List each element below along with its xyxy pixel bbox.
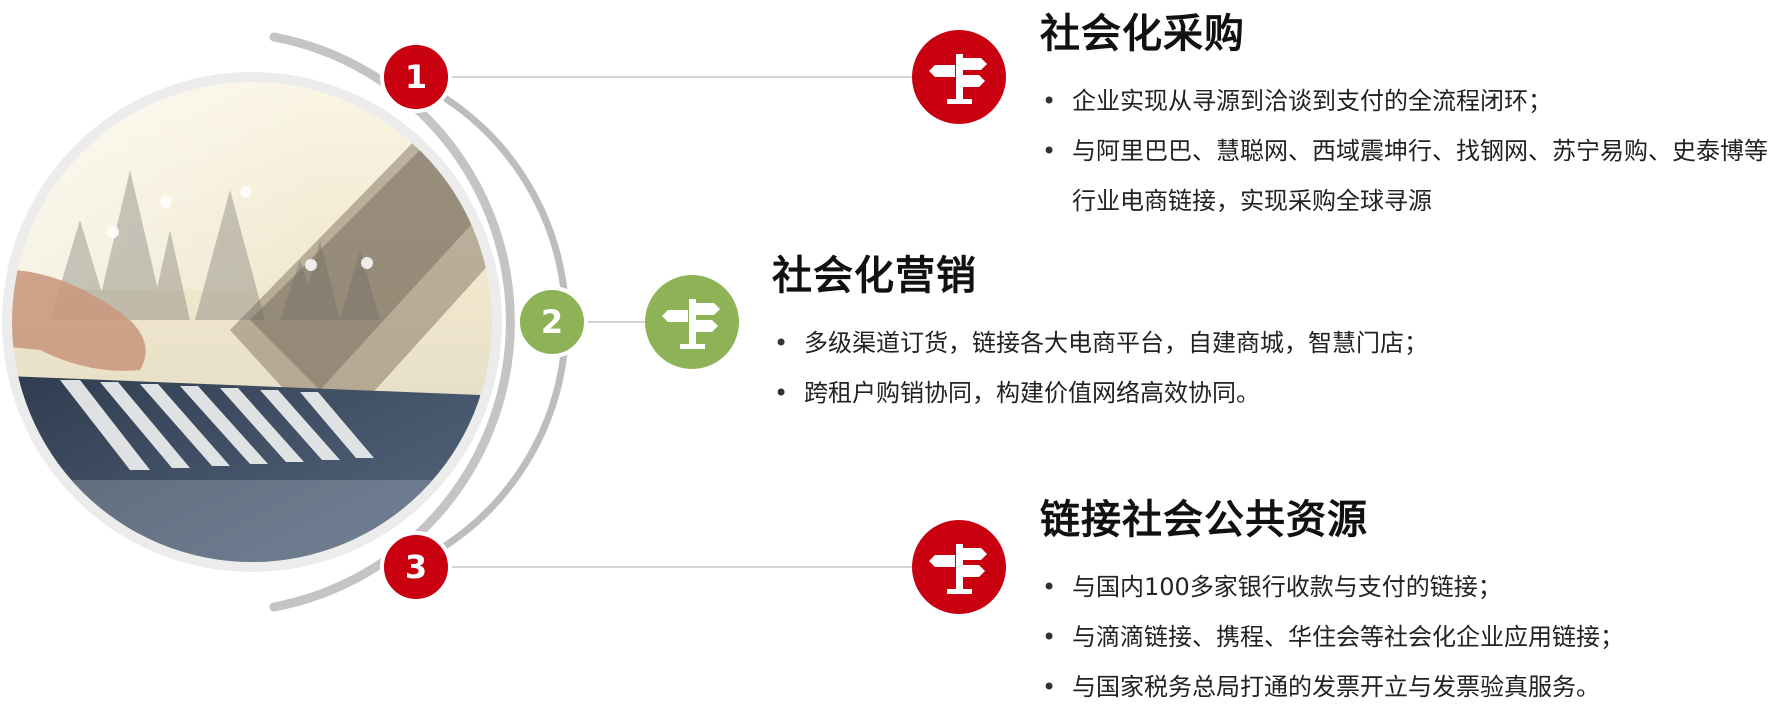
list-item: 企业实现从寻源到洽谈到支付的全流程闭环； — [1040, 76, 1770, 126]
section-title: 社会化营销 — [772, 253, 977, 299]
signpost-icon — [645, 275, 739, 369]
signpost-icon — [912, 520, 1006, 614]
step-number-3: 3 — [405, 548, 427, 586]
step-badge-3: 3 — [380, 531, 452, 603]
section-social-marketing: 社会化营销 多级渠道订货，链接各大电商平台，自建商城，智慧门店； 跨租户购销协同… — [772, 252, 1532, 418]
list-item: 与阿里巴巴、慧聪网、西域震坤行、找钢网、苏宁易购、史泰博等行业电商链接，实现采购… — [1040, 126, 1770, 226]
list-item: 与滴滴链接、携程、华住会等社会化企业应用链接； — [1040, 612, 1770, 662]
list-item: 跨租户购销协同，构建价值网络高效协同。 — [772, 368, 1532, 418]
list-item: 与国家税务总局打通的发票开立与发票验真服务。 — [1040, 662, 1770, 712]
bullet-list: 企业实现从寻源到洽谈到支付的全流程闭环； 与阿里巴巴、慧聪网、西域震坤行、找钢网… — [1040, 76, 1770, 226]
bullet-list: 多级渠道订货，链接各大电商平台，自建商城，智慧门店； 跨租户购销协同，构建价值网… — [772, 318, 1532, 418]
step-badge-2: 2 — [516, 286, 588, 358]
step-number-2: 2 — [541, 303, 563, 341]
section-public-resources: 链接社会公共资源 与国内100多家银行收款与支付的链接； 与滴滴链接、携程、华住… — [1040, 496, 1770, 712]
list-item: 多级渠道订货，链接各大电商平台，自建商城，智慧门店； — [772, 318, 1532, 368]
section-title: 社会化采购 — [1040, 11, 1245, 57]
step-number-1: 1 — [405, 58, 427, 96]
step-badge-1: 1 — [380, 41, 452, 113]
section-social-procurement: 社会化采购 企业实现从寻源到洽谈到支付的全流程闭环； 与阿里巴巴、慧聪网、西域震… — [1040, 10, 1770, 226]
section-title: 链接社会公共资源 — [1040, 497, 1368, 543]
signpost-icon — [912, 30, 1006, 124]
list-item: 与国内100多家银行收款与支付的链接； — [1040, 562, 1770, 612]
bullet-list: 与国内100多家银行收款与支付的链接； 与滴滴链接、携程、华住会等社会化企业应用… — [1040, 562, 1770, 712]
